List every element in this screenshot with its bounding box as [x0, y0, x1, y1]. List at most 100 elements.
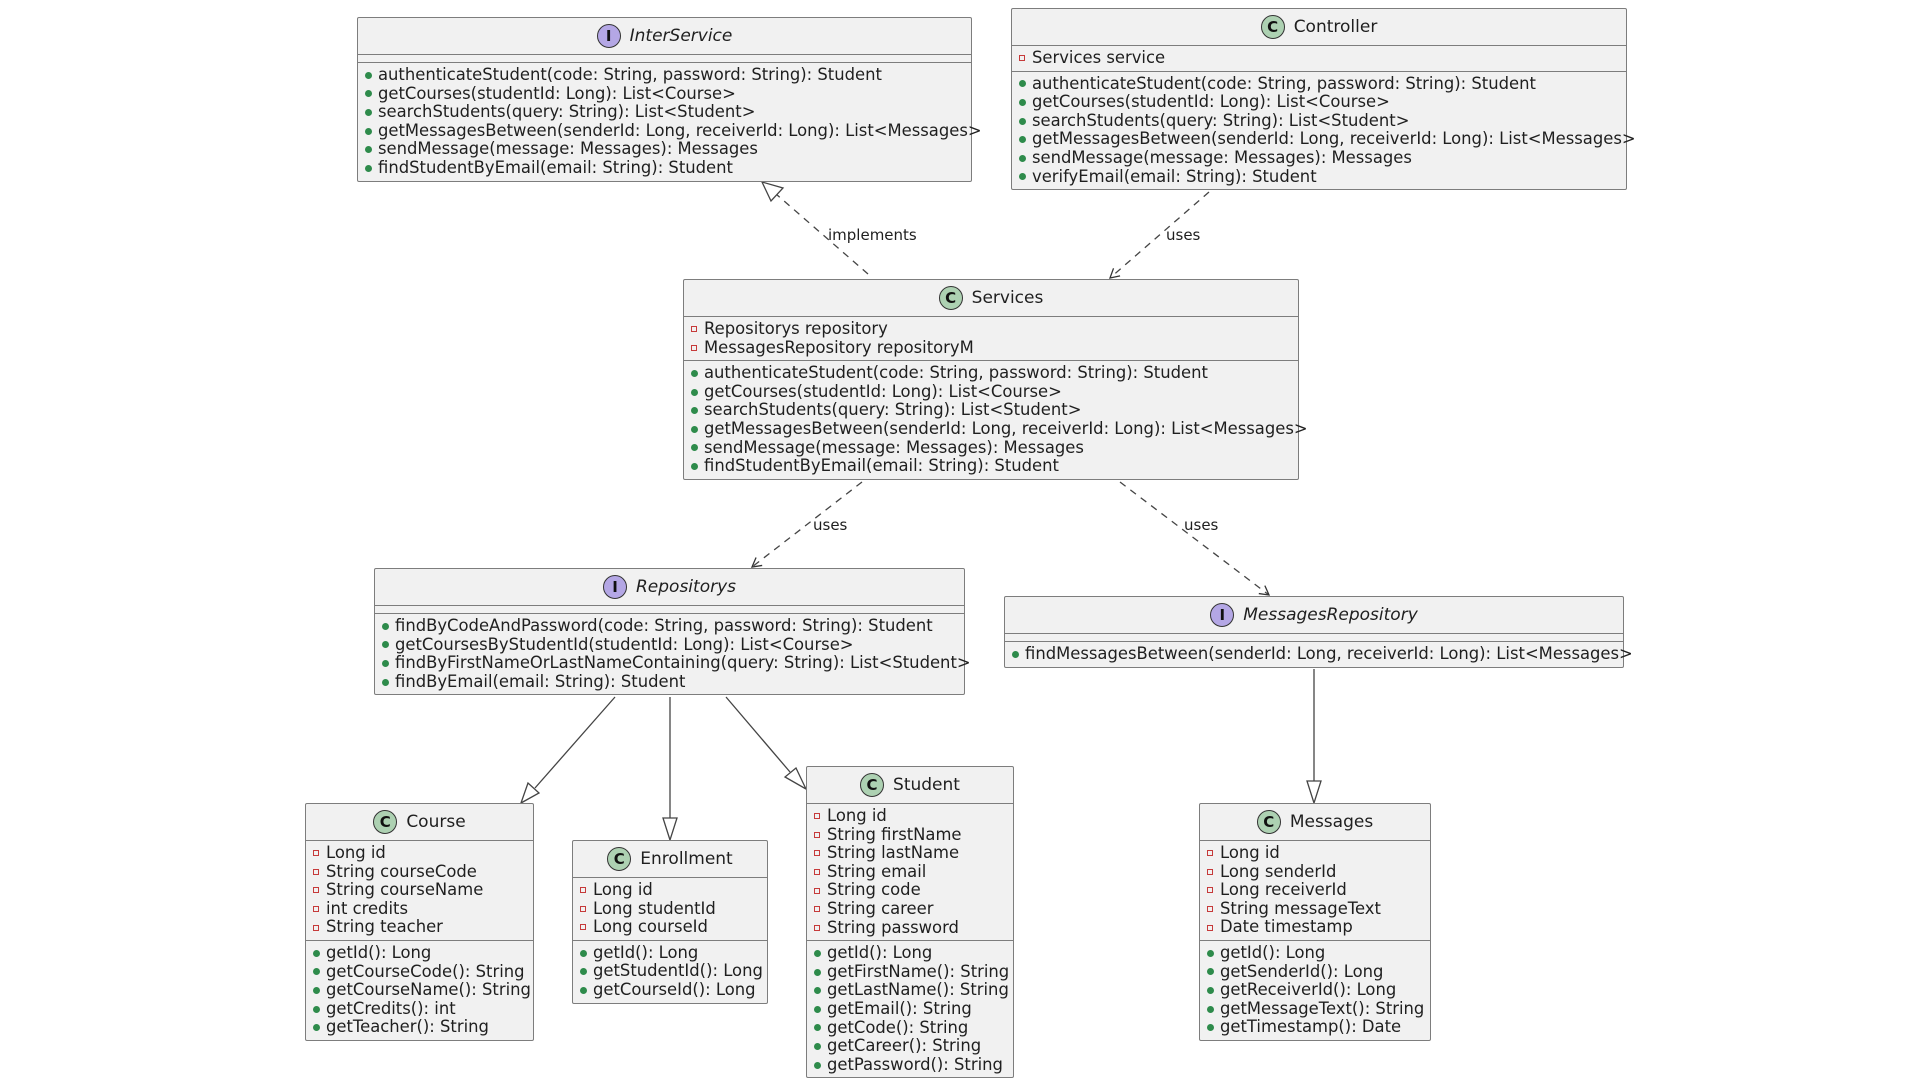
class-name: Controller	[1293, 17, 1378, 37]
attribute-row: String firstName	[814, 825, 1009, 845]
attribute-text: String password	[827, 917, 959, 937]
class-icon: C	[938, 286, 963, 310]
private-visibility-icon	[814, 906, 827, 912]
public-visibility-icon	[365, 128, 378, 135]
private-visibility-icon	[580, 906, 593, 912]
public-visibility-icon	[382, 679, 395, 686]
method-text: getStudentId(): Long	[593, 961, 763, 981]
class-name: InterService	[629, 26, 733, 46]
interface-icon: I	[1210, 603, 1235, 627]
attribute-row: String courseCode	[313, 862, 529, 882]
method-text: findByCodeAndPassword(code: String, pass…	[395, 616, 933, 635]
controller-uses-edge	[1108, 191, 1210, 279]
services-uses-messagesrepository-edge	[1119, 481, 1271, 596]
method-text: getMessagesBetween(senderId: Long, recei…	[704, 418, 1308, 438]
method-row: sendMessage(message: Messages): Messages	[1019, 148, 1622, 168]
method-row: getCourses(studentId: Long): List<Course…	[691, 382, 1294, 402]
method-text: getCourseName(): String	[326, 980, 531, 1000]
public-visibility-icon	[1207, 950, 1220, 957]
method-text: sendMessage(message: Messages): Messages	[378, 139, 758, 159]
public-visibility-icon	[1019, 80, 1032, 87]
repositorys-student-arrowhead	[783, 766, 808, 791]
public-visibility-icon	[691, 370, 704, 377]
attribute-row: Long id	[1207, 843, 1426, 863]
attribute-row: MessagesRepository repositoryM	[691, 338, 1294, 358]
method-row: getTimestamp(): Date	[1207, 1018, 1426, 1037]
attribute-text: Long senderId	[1220, 861, 1337, 881]
attribute-row: Date timestamp	[1207, 918, 1426, 937]
class-name: Services	[971, 288, 1044, 308]
attribute-row: Long studentId	[580, 899, 763, 919]
method-row: findByCodeAndPassword(code: String, pass…	[382, 616, 960, 636]
method-text: getEmail(): String	[827, 998, 972, 1018]
method-row: findStudentByEmail(email: String): Stude…	[365, 158, 967, 178]
attribute-row: String teacher	[313, 918, 529, 937]
public-visibility-icon	[313, 987, 326, 994]
method-row: getId(): Long	[313, 943, 529, 963]
public-visibility-icon	[580, 987, 593, 994]
attribute-row: String messageText	[1207, 899, 1426, 919]
method-row: getSenderId(): Long	[1207, 962, 1426, 982]
method-row: getCourseName(): String	[313, 980, 531, 1000]
private-visibility-icon	[1207, 887, 1220, 893]
private-visibility-icon	[814, 888, 827, 894]
public-visibility-icon	[313, 968, 326, 975]
public-visibility-icon	[814, 950, 827, 957]
private-visibility-icon	[580, 924, 593, 930]
public-visibility-icon	[814, 987, 827, 994]
private-visibility-icon	[313, 925, 326, 931]
methods-section: authenticateStudent(code: String, passwo…	[358, 63, 982, 181]
attribute-text: Date timestamp	[1220, 917, 1353, 937]
public-visibility-icon	[814, 969, 827, 976]
method-text: getCourseId(): Long	[593, 979, 756, 999]
public-visibility-icon	[1019, 136, 1032, 143]
attribute-row: String courseName	[313, 881, 529, 900]
attribute-row: Long senderId	[1207, 861, 1426, 882]
attribute-text: String career	[827, 898, 934, 918]
public-visibility-icon	[382, 641, 395, 648]
private-visibility-icon	[1019, 55, 1032, 61]
public-visibility-icon	[1207, 987, 1220, 994]
attributes-section	[1005, 634, 1623, 642]
attribute-row: String password	[814, 917, 1009, 938]
public-visibility-icon	[1012, 651, 1025, 658]
class-header: C Services	[684, 280, 1298, 317]
method-text: getMessagesBetween(senderId: Long, recei…	[378, 120, 982, 140]
attribute-row: String lastName	[814, 844, 1009, 863]
public-visibility-icon	[365, 165, 378, 172]
class-name: MessagesRepository	[1243, 605, 1418, 625]
repositorys-enrollment-arrowhead	[662, 817, 678, 843]
attribute-row: int credits	[313, 899, 529, 919]
private-visibility-icon	[814, 869, 827, 875]
method-row: getStudentId(): Long	[580, 962, 763, 981]
attribute-row: Long courseId	[580, 918, 763, 937]
method-text: searchStudents(query: String): List<Stud…	[1032, 110, 1410, 130]
method-row: getId(): Long	[580, 943, 763, 963]
class-name: Messages	[1289, 812, 1374, 832]
method-row: searchStudents(query: String): List<Stud…	[691, 401, 1294, 420]
method-row: getId(): Long	[814, 944, 1009, 963]
method-row: getCourseId(): Long	[580, 979, 763, 1000]
public-visibility-icon	[365, 146, 378, 153]
method-row: authenticateStudent(code: String, passwo…	[691, 364, 1294, 383]
method-row: verifyEmail(email: String): Student	[1019, 167, 1622, 187]
private-visibility-icon	[1207, 906, 1220, 912]
method-text: getTimestamp(): Date	[1220, 1017, 1402, 1037]
